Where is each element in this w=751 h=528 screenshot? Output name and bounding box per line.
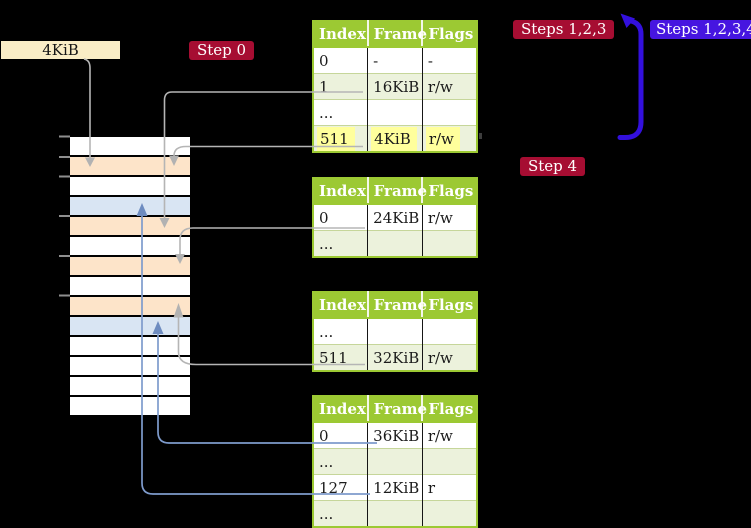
- table-cell: 32KiB: [367, 344, 423, 371]
- table-cell: -: [367, 46, 423, 74]
- table-cell: ...: [313, 317, 368, 345]
- table-cell: [421, 448, 477, 475]
- step0-badge: Step 0: [189, 41, 255, 60]
- page-table-entry: ...: [313, 99, 477, 126]
- recursive-loop-arrow: [617, 13, 644, 140]
- column-header: Flags: [421, 396, 477, 423]
- step4-badge: Step 4: [520, 157, 586, 176]
- page-table-entry: 511 4KiB r/w: [313, 125, 477, 152]
- table-cell: ...: [313, 448, 368, 475]
- highlighted-value: r/w: [425, 126, 460, 151]
- table-cell: 511: [313, 125, 368, 152]
- table-cell: [367, 500, 423, 527]
- table-cell: -: [421, 46, 477, 74]
- highlighted-value: 4KiB: [371, 126, 417, 151]
- memory-frame-row-white: [70, 277, 190, 297]
- table-cell: [367, 230, 423, 257]
- column-header: Frame: [366, 178, 427, 205]
- table-cell: r/w: [421, 125, 477, 152]
- memory-frame-row-peach: [70, 217, 190, 237]
- table-cell: 12KiB: [367, 474, 423, 501]
- table-cell: [421, 500, 477, 527]
- column-header: Frame: [366, 292, 427, 319]
- steps1234-badge: Steps 1,2,3,4: [650, 20, 751, 39]
- memory-frame-row-white: [70, 377, 190, 397]
- table-cell: 0: [313, 46, 368, 74]
- table-cell: 0: [313, 421, 368, 449]
- table-cell: 4KiB: [367, 125, 423, 152]
- memory-frame-row-white: [70, 397, 190, 415]
- table-cell: [367, 448, 423, 475]
- page-table-entry: ...: [313, 317, 477, 345]
- row511-line-stub: [479, 133, 482, 139]
- memory-frame-row-peach: [70, 157, 190, 177]
- table-cell: r/w: [421, 344, 477, 371]
- table-cell: 16KiB: [367, 73, 423, 100]
- memory-frame-row-peach: [70, 257, 190, 277]
- memory-frame-row-blue: [70, 197, 190, 217]
- table-cell: ...: [313, 500, 368, 527]
- column-header: Flags: [421, 292, 477, 319]
- table-cell: [367, 99, 423, 126]
- highlighted-value: 511: [317, 126, 355, 151]
- table-cell: [367, 317, 423, 345]
- page-table-entry: ...: [313, 500, 477, 527]
- table-cell: 36KiB: [367, 421, 423, 449]
- column-header: Flags: [421, 21, 477, 48]
- memory-frame-row-white: [70, 337, 190, 357]
- table-cell: r/w: [421, 73, 477, 100]
- page-table-entry: 0--: [313, 46, 477, 74]
- table-cell: r: [421, 474, 477, 501]
- column-header: Index: [313, 178, 368, 205]
- table-cell: r/w: [421, 203, 477, 231]
- physical-memory-strip: [70, 137, 190, 415]
- memory-frame-row-white: [70, 137, 190, 157]
- memory-frame-row-white: [70, 177, 190, 197]
- memory-frame-row-peach: [70, 297, 190, 317]
- memory-address-ticks: [59, 135, 70, 297]
- table-cell: r/w: [421, 421, 477, 449]
- memory-frame-row-blue: [70, 317, 190, 337]
- table-cell: [421, 99, 477, 126]
- page-table-entry: ...: [313, 230, 477, 257]
- column-header: Index: [313, 292, 368, 319]
- table-cell: 511: [313, 344, 368, 371]
- memory-frame-row-white: [70, 237, 190, 257]
- table-cell: 127: [313, 474, 368, 501]
- table-cell: ...: [313, 99, 368, 126]
- table-cell: [421, 317, 477, 345]
- steps123-badge: Steps 1,2,3: [513, 20, 615, 39]
- table-cell: 1: [313, 73, 368, 100]
- column-header: Index: [313, 396, 368, 423]
- table-cell: ...: [313, 230, 368, 257]
- memory-frame-row-white: [70, 357, 190, 377]
- column-header: Index: [313, 21, 368, 48]
- table-cell: 0: [313, 203, 368, 231]
- column-header: Frame: [366, 396, 427, 423]
- page-table-entry: ...: [313, 448, 477, 475]
- table-cell: [421, 230, 477, 257]
- column-header: Frame: [366, 21, 427, 48]
- table-cell: 24KiB: [367, 203, 423, 231]
- l4-table-address-label: 4KiB: [1, 41, 120, 59]
- column-header: Flags: [421, 178, 477, 205]
